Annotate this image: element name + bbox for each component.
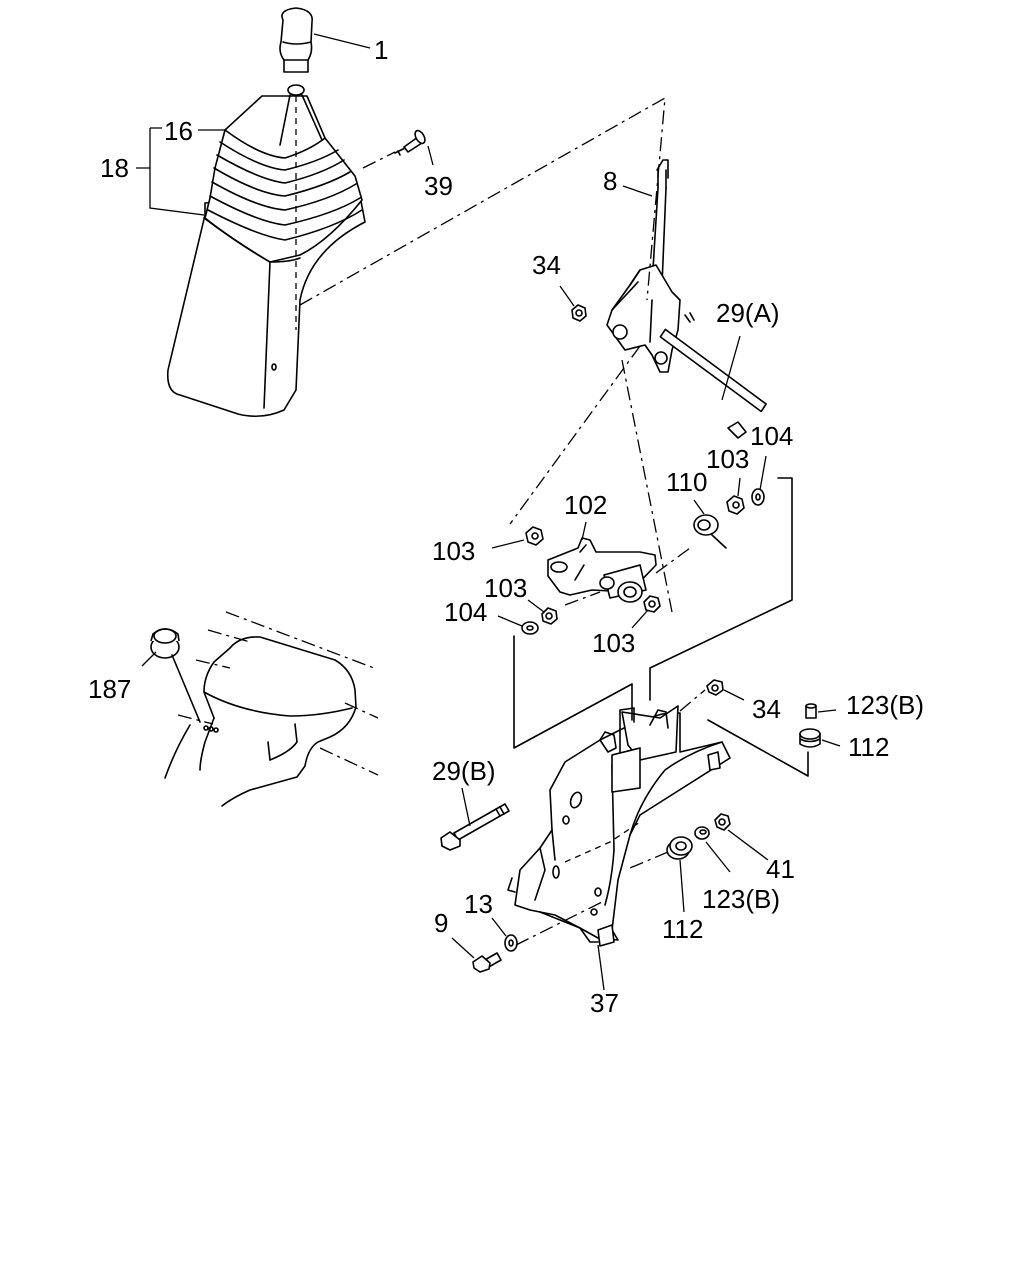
washer-104-b (521, 621, 539, 635)
spacer-110 (693, 514, 727, 549)
bolt-9 (472, 952, 502, 973)
callout-13: 13 (464, 889, 493, 919)
screw-39 (394, 129, 426, 156)
callout-8: 8 (603, 166, 617, 196)
shaft-bracket-102 (547, 537, 657, 603)
callout-103-mid: 103 (484, 573, 527, 603)
callout-123b-upper: 123(B) (846, 690, 924, 720)
callout-123b-lower: 123(B) (702, 884, 780, 914)
grommet-187 (150, 628, 201, 723)
callout-187: 187 (88, 674, 131, 704)
callout-104-upper: 104 (750, 421, 793, 451)
callout-34-upper: 34 (532, 250, 561, 280)
washer-104-a (751, 488, 765, 506)
callout-102: 102 (564, 490, 607, 520)
callout-103-left: 103 (432, 536, 475, 566)
callout-112-upper: 112 (848, 732, 889, 762)
nut-103-d (643, 595, 661, 613)
callout-103-right: 103 (592, 628, 635, 658)
nut-34-lower (706, 679, 724, 696)
spacer-123b-lower (694, 826, 710, 840)
callout-labels: 1 16 18 39 8 34 29(A) 104 103 110 102 10… (88, 35, 924, 1018)
washer-13 (504, 934, 518, 952)
bolt-29b (440, 803, 510, 851)
mounting-bracket-37 (507, 705, 731, 947)
bolt-29a (659, 312, 767, 439)
rubber-boot-and-cover (166, 84, 366, 418)
nut-103-b (525, 526, 544, 546)
callout-18: 18 (100, 153, 129, 183)
callout-34-lower: 34 (752, 694, 781, 724)
callout-41: 41 (766, 854, 795, 884)
bushing-112-lower (666, 836, 693, 860)
shift-lever (606, 159, 681, 373)
assembly-lines (299, 96, 809, 946)
console-body (164, 611, 379, 807)
callout-29a: 29(A) (716, 298, 780, 328)
leader-lines (136, 33, 841, 991)
callout-112-lower: 112 (662, 914, 703, 944)
callout-9: 9 (434, 908, 448, 938)
callout-103-upper: 103 (706, 444, 749, 474)
spacer-123b-upper (805, 703, 817, 719)
nut-103-c (541, 607, 558, 625)
nut-103-a (726, 495, 745, 515)
callout-16: 16 (164, 116, 193, 146)
callout-1: 1 (374, 35, 388, 65)
callout-39: 39 (424, 171, 453, 201)
nut-41 (714, 813, 731, 831)
callout-37: 37 (590, 988, 619, 1018)
nut-34-upper (571, 304, 587, 322)
bushing-112-upper (799, 728, 821, 748)
callout-29b: 29(B) (432, 756, 496, 786)
callout-104-lower: 104 (444, 597, 487, 627)
callout-110: 110 (666, 467, 707, 497)
control-knob (279, 7, 313, 73)
